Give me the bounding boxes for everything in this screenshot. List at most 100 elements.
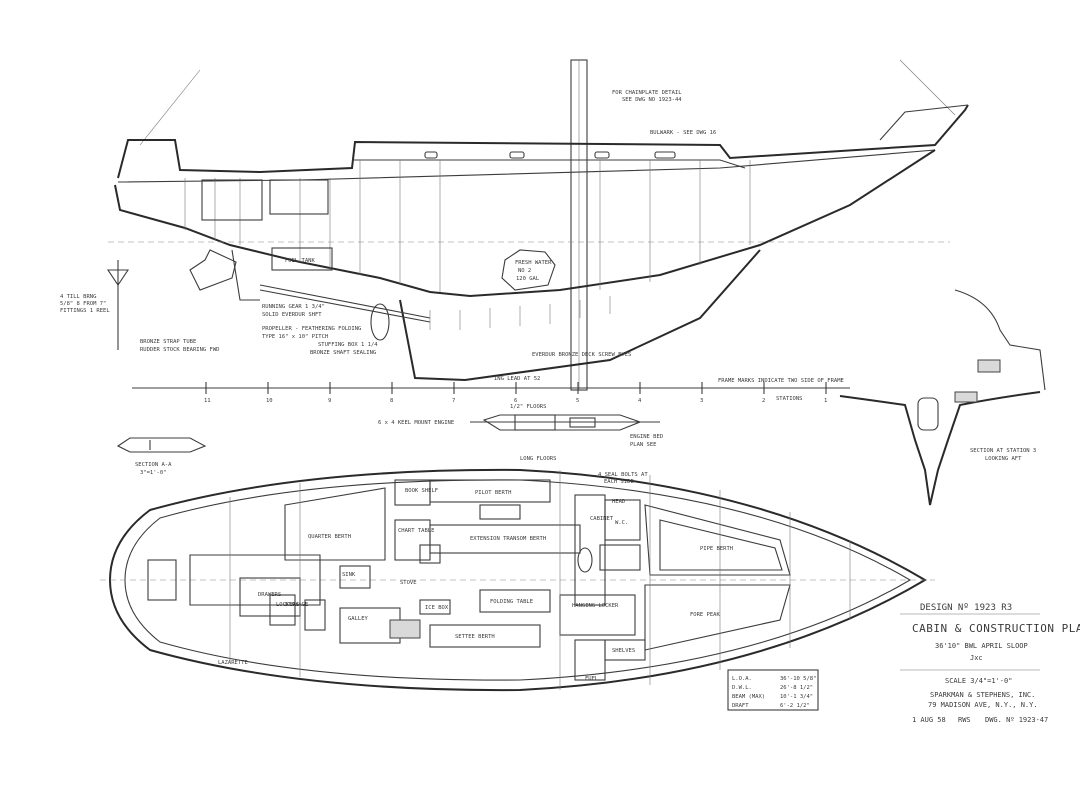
svg-text:STOVE: STOVE — [400, 580, 417, 586]
svg-text:QUARTER BERTH: QUARTER BERTH — [308, 534, 351, 540]
svg-text:120 GAL: 120 GAL — [516, 276, 540, 282]
svg-text:SECTION A-A: SECTION A-A — [135, 462, 172, 468]
svg-text:FORE PEAK: FORE PEAK — [690, 612, 720, 618]
station-number: 7 — [452, 398, 455, 404]
svg-text:PILOT BERTH: PILOT BERTH — [475, 490, 511, 496]
dimension-value: 36'-10 5/8" — [780, 676, 816, 682]
svg-text:4 SEAL BOLTS AT: 4 SEAL BOLTS AT — [598, 472, 648, 478]
svg-text:ENGINE BED: ENGINE BED — [630, 434, 663, 440]
svg-text:DWG. Nº 1923-47: DWG. Nº 1923-47 — [985, 716, 1048, 724]
svg-text:FUEL: FUEL — [585, 676, 599, 682]
svg-text:STATIONS: STATIONS — [776, 396, 803, 402]
svg-text:PIPE BERTH: PIPE BERTH — [700, 546, 733, 552]
svg-text:Jxc: Jxc — [970, 654, 983, 662]
svg-text:SINK: SINK — [342, 572, 356, 578]
svg-text:EXTENSION TRANSOM BERTH: EXTENSION TRANSOM BERTH — [470, 536, 546, 542]
station-number: 5 — [576, 398, 579, 404]
dimension-label: BEAM (MAX) — [732, 694, 765, 700]
keel — [399, 249, 761, 382]
svg-text:HANGING LOCKER: HANGING LOCKER — [572, 603, 619, 609]
accommodation-plan: QUARTER BERTH DRAWERS STOWAGE BOOK SHELF… — [100, 468, 935, 692]
svg-text:SETTEE BERTH: SETTEE BERTH — [455, 634, 495, 640]
station-number: 11 — [204, 398, 211, 404]
station-number: 8 — [390, 398, 393, 404]
design-number: DESIGN Nº 1923 R3 — [920, 603, 1012, 613]
svg-text:FOLDING TABLE: FOLDING TABLE — [490, 599, 533, 605]
backstay — [139, 69, 201, 146]
svg-text:EVERDUR BRONZE DECK SCREW EYES: EVERDUR BRONZE DECK SCREW EYES — [532, 352, 631, 358]
drawing-title: CABIN & CONSTRUCTION PLAN — [912, 622, 1080, 635]
dimension-label: D.W.L. — [732, 685, 752, 691]
svg-text:GALLEY: GALLEY — [348, 616, 369, 622]
profile-view: FUEL TANK FRESH WATER NO 2 120 GAL — [106, 59, 969, 391]
dimension-label: L.O.A. — [732, 676, 752, 682]
svg-text:3"=1'-0": 3"=1'-0" — [140, 470, 167, 476]
svg-text:FRAME MARKS INDICATE TWO SIDE: FRAME MARKS INDICATE TWO SIDE OF FRAME — [718, 378, 844, 384]
svg-text:PLAN SEE: PLAN SEE — [630, 442, 657, 448]
station-number: 1 — [824, 398, 827, 404]
svg-text:SOLID EVERDUR SHFT: SOLID EVERDUR SHFT — [262, 312, 322, 318]
station-number: 4 — [638, 398, 642, 404]
station-number: 10 — [266, 398, 273, 404]
dimension-value: 26'-8 1/2" — [780, 685, 813, 691]
svg-text:ICE BOX: ICE BOX — [425, 605, 449, 611]
section-station-3: SECTION AT STATION 3 LOOKING AFT — [839, 289, 1046, 506]
cabin-trunk — [352, 159, 746, 169]
svg-text:RWS: RWS — [958, 716, 971, 724]
svg-text:4 TILL BRNG: 4 TILL BRNG — [60, 294, 96, 300]
svg-text:1 AUG 58: 1 AUG 58 — [912, 716, 946, 724]
station-number: 3 — [700, 398, 703, 404]
sheer-line — [117, 104, 969, 179]
svg-text:LONG FLOORS: LONG FLOORS — [520, 456, 556, 462]
svg-text:SCALE 3/4"=1'-0": SCALE 3/4"=1'-0" — [945, 677, 1012, 685]
dimension-value: 6'-2 1/2" — [780, 703, 810, 709]
svg-text:LOCKERS: LOCKERS — [276, 602, 299, 608]
svg-text:TYPE 16" x 10" PITCH: TYPE 16" x 10" PITCH — [262, 334, 328, 340]
svg-text:STUFFING BOX 1 1/4: STUFFING BOX 1 1/4 — [318, 342, 378, 348]
svg-text:EACH SIDE: EACH SIDE — [604, 479, 634, 485]
dimension-label: DRAFT — [732, 703, 749, 709]
svg-text:FRESH WATER: FRESH WATER — [515, 260, 552, 266]
svg-text:1/2" FLOORS: 1/2" FLOORS — [510, 404, 546, 410]
svg-text:5/8" 8 FROM 7": 5/8" 8 FROM 7" — [60, 301, 106, 307]
svg-text:BRONZE STRAP TUBE: BRONZE STRAP TUBE — [140, 339, 196, 345]
svg-text:BRONZE SHAFT SEALING: BRONZE SHAFT SEALING — [310, 350, 376, 356]
svg-text:RUDDER STOCK BEARING FWD: RUDDER STOCK BEARING FWD — [140, 347, 219, 353]
propeller — [370, 303, 390, 341]
fuel-tank-label: FUEL TANK — [285, 258, 315, 264]
station-number: 9 — [328, 398, 331, 404]
svg-text:NO 2: NO 2 — [518, 268, 531, 274]
dimensions-box — [727, 669, 819, 711]
svg-text:CHART TABLE: CHART TABLE — [398, 528, 434, 534]
svg-text:FOR CHAINPLATE DETAIL: FOR CHAINPLATE DETAIL — [612, 90, 682, 96]
headstay — [899, 59, 956, 116]
svg-text:SHELVES: SHELVES — [612, 648, 635, 654]
svg-text:SPARKMAN & STEPHENS, INC.: SPARKMAN & STEPHENS, INC. — [930, 691, 1035, 699]
title-block: DESIGN Nº 1923 R3 CABIN & CONSTRUCTION P… — [727, 603, 1080, 724]
svg-text:FITTINGS 1 REEL: FITTINGS 1 REEL — [60, 308, 110, 314]
svg-text:79 MADISON AVE, N.Y., N.Y.: 79 MADISON AVE, N.Y., N.Y. — [928, 701, 1038, 709]
section-a-a: SECTION A-A 3"=1'-0" — [116, 437, 207, 476]
engine-bed-detail: 6 x 4 KEEL MOUNT ENGINE ENGINE BED PLAN … — [378, 404, 663, 462]
svg-text:CABINET: CABINET — [590, 516, 614, 522]
station-number: 6 — [514, 398, 517, 404]
station-number: 2 — [762, 398, 765, 404]
svg-text:36'10" BWL APRIL SLOOP: 36'10" BWL APRIL SLOOP — [935, 642, 1028, 650]
svg-text:STOWAGE: STOWAGE — [285, 602, 308, 608]
svg-text:HEAD: HEAD — [612, 499, 625, 505]
fuel-tank — [271, 247, 333, 271]
station-baseline: 1 2 3 4 5 6 7 8 9 10 11 STATIONS — [132, 382, 850, 404]
svg-text:ING LEAD AT 52: ING LEAD AT 52 — [494, 376, 540, 382]
svg-text:PROPELLER - FEATHERING FOLDING: PROPELLER - FEATHERING FOLDING — [262, 326, 361, 332]
svg-text:SECTION AT STATION 3: SECTION AT STATION 3 — [970, 448, 1036, 454]
svg-text:W.C.: W.C. — [615, 520, 628, 526]
dimension-value: 10'-1 3/4" — [780, 694, 813, 700]
svg-text:RUNNING GEAR 1 3/4": RUNNING GEAR 1 3/4" — [262, 304, 325, 310]
svg-text:LOOKING AFT: LOOKING AFT — [985, 456, 1022, 462]
svg-text:BOOK SHELF: BOOK SHELF — [405, 488, 438, 494]
rudder — [189, 249, 237, 291]
svg-text:BULWARK - SEE DWG 16: BULWARK - SEE DWG 16 — [650, 130, 716, 136]
svg-text:LAZARETTE: LAZARETTE — [218, 660, 248, 666]
water-tank — [501, 249, 556, 291]
